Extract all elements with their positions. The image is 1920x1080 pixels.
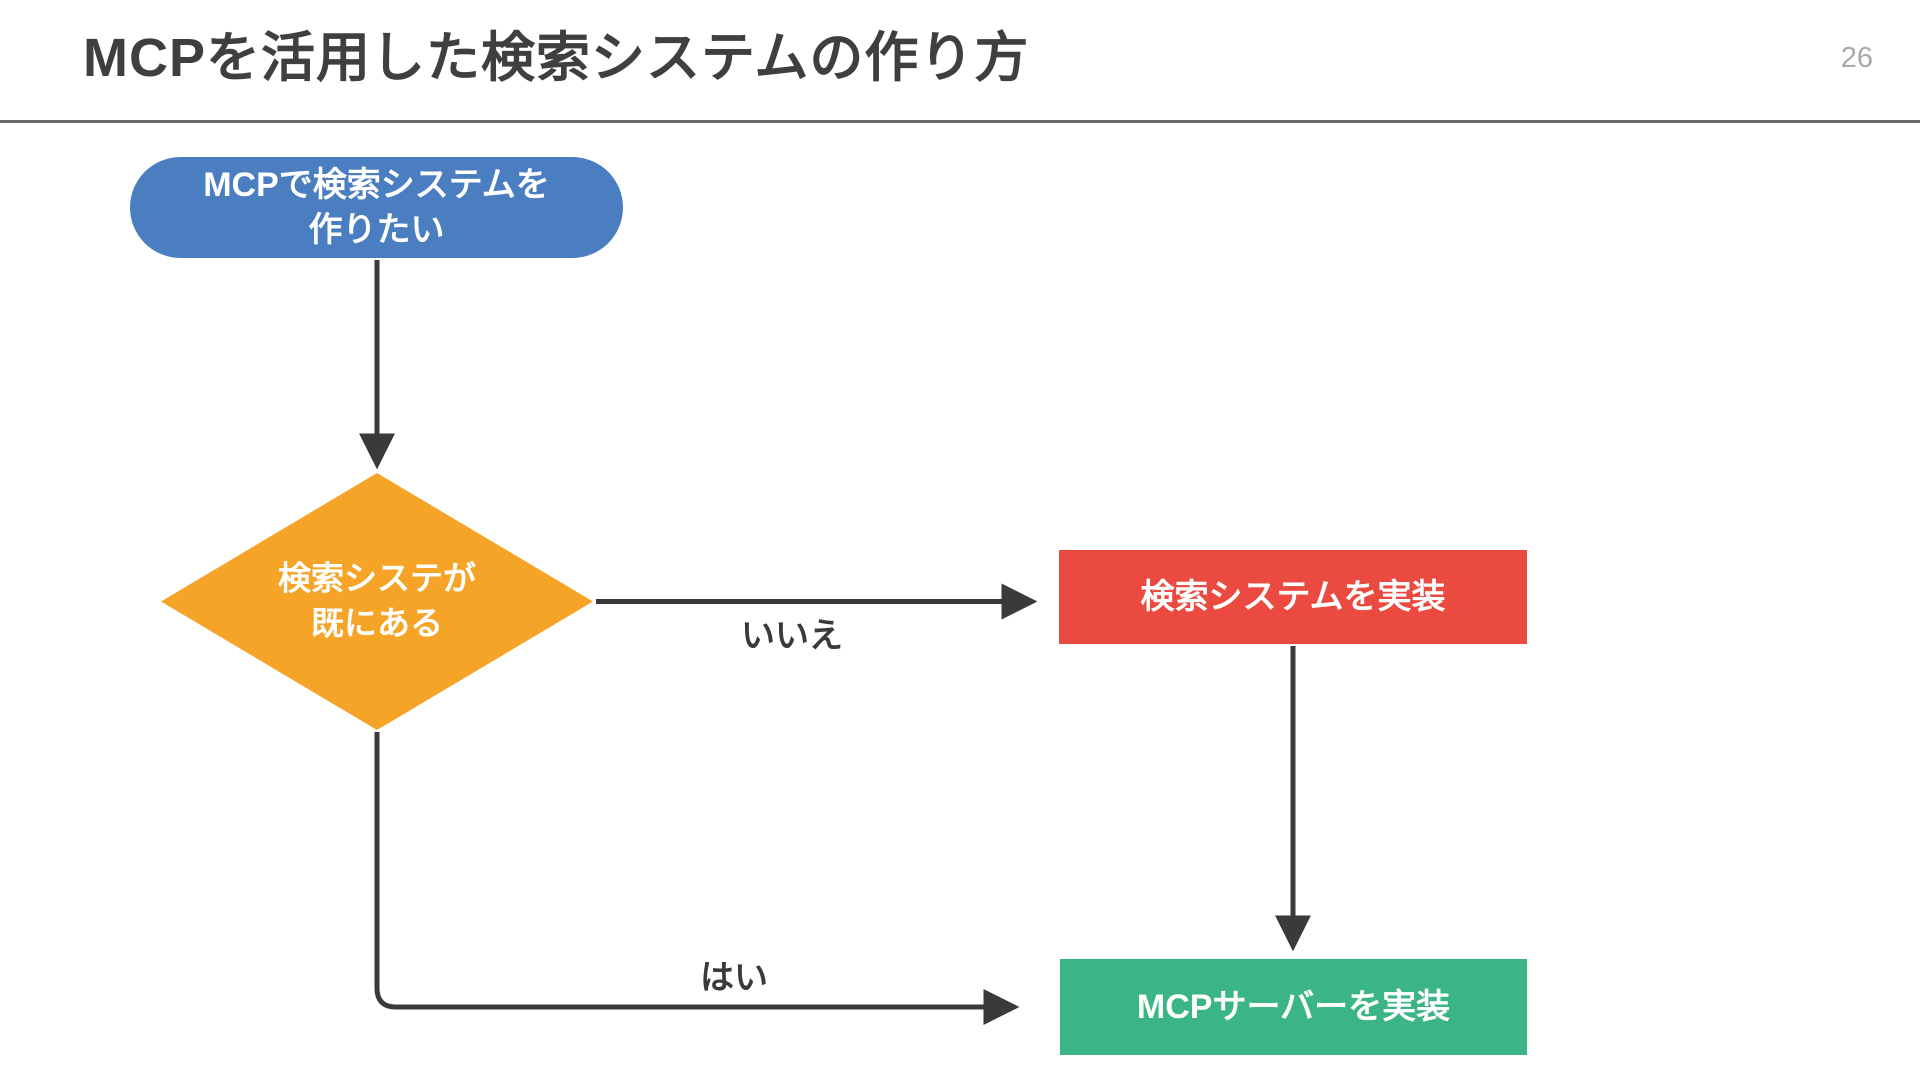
node-decision-label: 検索システが 既にある xyxy=(278,559,476,641)
edge-label-yes: はい xyxy=(700,959,768,997)
decision-diamond-shape xyxy=(161,473,593,730)
header-divider xyxy=(0,120,1920,123)
edge-label-no: いいえ xyxy=(741,617,843,655)
page-number: 26 xyxy=(1840,42,1873,74)
node-implement-search: 検索システムを実装 xyxy=(1059,550,1527,644)
node-start: MCPで検索システムを 作りたい xyxy=(130,157,623,258)
arrow-decision-to-mcp xyxy=(374,732,1020,1025)
page-title: MCPを活用した検索システムの作り方 xyxy=(83,28,1030,88)
node-implement-mcp-server: MCPサーバーを実装 xyxy=(1060,959,1527,1055)
